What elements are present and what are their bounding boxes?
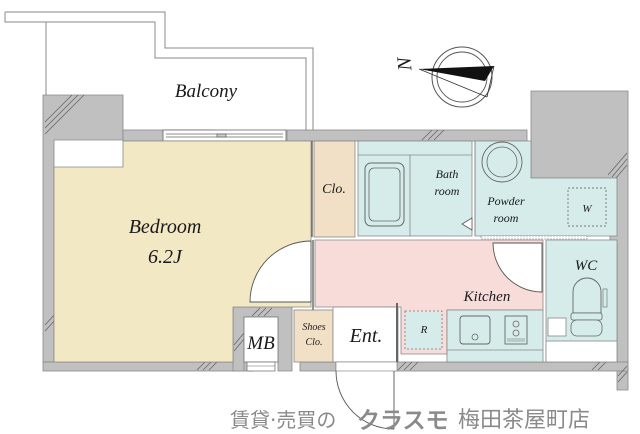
toilet-icon	[572, 277, 602, 314]
powder-label-2: room	[494, 211, 519, 225]
kitchen-label: Kitchen	[463, 289, 511, 305]
wc-label: WC	[575, 258, 598, 274]
watermark-store: 梅田茶屋町店	[458, 408, 590, 433]
fridge-space	[404, 310, 443, 350]
shoes-label-1: Shoes	[302, 322, 325, 333]
entrance-door-swing	[335, 370, 395, 430]
bath-label-2: room	[435, 184, 460, 198]
watermark: 賃貸·売買の クラスモ 梅田茶屋町店	[230, 408, 590, 434]
sink-icon	[459, 315, 491, 345]
mb-label: MB	[246, 333, 275, 354]
bedroom: Bedroom 6.2J	[53, 140, 312, 363]
watermark-brand: クラスモ	[357, 408, 449, 434]
closet: Clo.	[311, 140, 356, 238]
bath-room: Bath room	[357, 140, 473, 237]
kitchen: Kitchen R	[312, 239, 544, 363]
balcony-window	[162, 129, 287, 142]
balcony-label: Balcony	[175, 81, 238, 102]
bedroom-size: 6.2J	[148, 246, 183, 268]
watermark-prefix: 賃貸·売買の	[230, 408, 336, 432]
meter-box: MB	[243, 316, 279, 372]
bedroom-label: Bedroom	[129, 216, 202, 238]
powder-label-1: Powder	[486, 194, 525, 208]
wall-hatching	[44, 94, 628, 383]
powder-room: Powder room W	[474, 140, 618, 240]
fridge-label: R	[420, 324, 428, 336]
bath-label-1: Bath	[436, 167, 459, 181]
balcony: Balcony	[4, 11, 314, 130]
entrance: Ent.	[332, 303, 399, 430]
washer-space	[567, 187, 607, 227]
shoes-closet: Shoes Clo.	[293, 309, 334, 363]
closet-label: Clo.	[322, 182, 346, 197]
entrance-label: Ent.	[349, 325, 383, 347]
wc: WC	[545, 239, 618, 363]
shoes-label-2: Clo.	[306, 337, 323, 348]
compass-icon: N	[393, 46, 495, 108]
washer-label: W	[582, 203, 592, 215]
north-label: N	[393, 55, 416, 73]
